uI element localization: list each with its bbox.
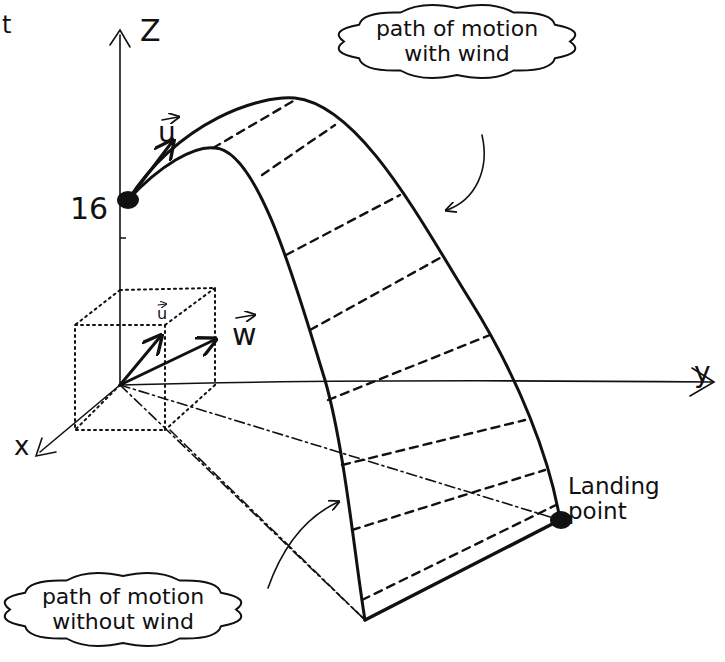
cloud-text: path of motion without wind [28,584,218,635]
vector-label: w [232,318,257,351]
axis-label: x [14,432,29,461]
axis-label: Z [140,14,161,47]
height-value: 16 [70,192,108,225]
cloud-callout: path of motion with wind [338,2,576,81]
vector-label: u [157,305,167,323]
point-label: Landing point [568,474,718,525]
axis-label: y [694,358,711,389]
edge-letter: t [2,12,11,38]
cloud-callout: path of motion without wind [4,570,242,649]
vector-label: u [158,118,176,149]
cloud-text: path of motion with wind [362,16,552,67]
